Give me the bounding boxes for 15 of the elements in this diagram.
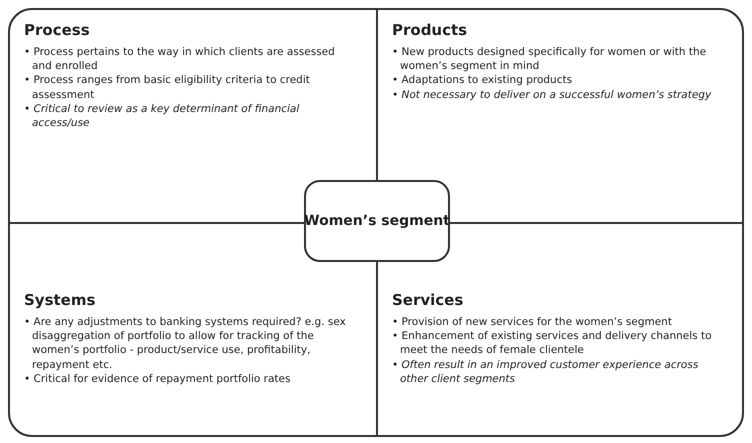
bullet-point: • Enhancement of existing services and delivery channels to meet the needs of female clientele — [392, 329, 713, 358]
quadrant-heading: Systems — [24, 291, 96, 309]
bullet-point: • Provision of new services for the women’s segment — [392, 315, 673, 330]
bullet-point: • Critical for evidence of repayment portfolio rates — [24, 372, 292, 386]
bullet-point: • Are any adjustments to banking systems required? e.g. sex disaggregation of portfolio to allow for tracking of the women’s portfolio - product/service use, profitability, repayment etc. — [24, 315, 347, 372]
bullet-point: • New products designed specifically for women or with the women’s segment in mind — [392, 45, 708, 74]
bullet-point: • Often result in an improved customer experience across other client segments — [392, 358, 700, 386]
bullet-point: • Not necessary to deliver on a successful women’s strategy — [392, 88, 712, 102]
bullet-point: • Process pertains to the way in which clients are assessed and enrolled — [24, 45, 336, 74]
quadrant-heading: Process — [24, 21, 90, 39]
bullet-point: • Critical to review as a key determinant of financial access/use — [24, 102, 300, 130]
quadrant-heading: Services — [392, 291, 464, 309]
bullet-point: • Adaptations to existing products — [392, 73, 574, 88]
bullet-point: • Process ranges from basic eligibility criteria to credit assessment — [24, 73, 311, 102]
quadrant-heading: Products — [392, 21, 468, 39]
